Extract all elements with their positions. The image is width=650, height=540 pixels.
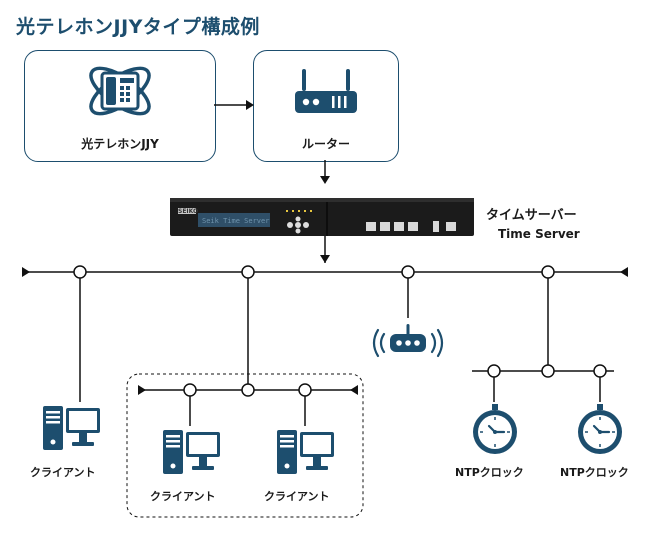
- clock-icon: [578, 404, 622, 454]
- time-server-label-en: Time Server: [498, 227, 580, 241]
- time-server-label-ja: タイムサーバー: [486, 208, 577, 223]
- jjy-label: 光テレホンJJY: [81, 137, 159, 151]
- desktop-computer-icon: [163, 430, 220, 474]
- ntp-clock-label-2: NTPクロック: [560, 466, 629, 479]
- jjy-box: 光テレホンJJY: [24, 50, 216, 162]
- client-label-3: クライアント: [264, 490, 330, 503]
- desktop-computer-icon: [277, 430, 334, 474]
- page-title: 光テレホンJJYタイプ構成例: [16, 16, 260, 38]
- telephone-jjy-icon: [89, 66, 151, 116]
- ntp-clock-label-1: NTPクロック: [455, 466, 524, 479]
- router-label: ルーター: [301, 137, 350, 151]
- clock-icon: [473, 404, 517, 454]
- router-box: ルーター: [253, 50, 399, 162]
- desktop-computer-icon: [43, 406, 100, 450]
- client-group-frame: [126, 373, 364, 518]
- client-label-1: クライアント: [30, 466, 96, 479]
- server-brand: SEIKO: [178, 208, 199, 215]
- client-label-2: クライアント: [150, 490, 216, 503]
- svg-text:Seik Time Server: Seik Time Server: [202, 217, 269, 225]
- wifi-access-point-icon: [372, 324, 444, 358]
- router-icon: [295, 69, 357, 113]
- rack-server-icon: Seik Time Server: [170, 198, 474, 236]
